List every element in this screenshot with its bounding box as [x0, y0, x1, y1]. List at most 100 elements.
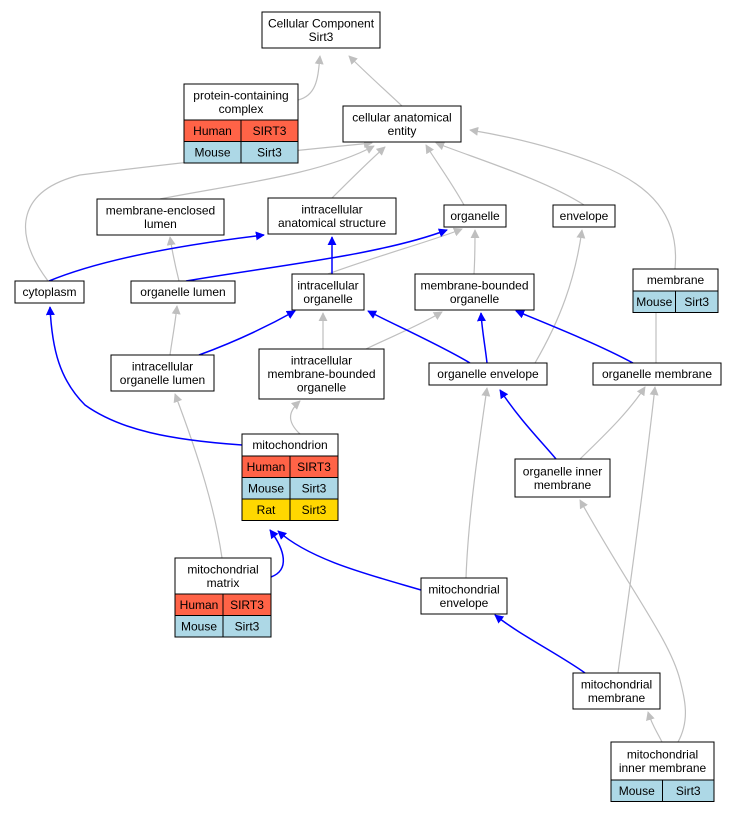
edge-iol-io [198, 310, 296, 356]
node-label: organelle inner [523, 464, 602, 478]
edge-io-org [327, 227, 463, 275]
node-box [342, 105, 462, 143]
node-label: mitochondrial [581, 677, 652, 691]
node-box [261, 11, 381, 49]
edge-mmem-om [617, 386, 659, 674]
node-label: envelope [560, 209, 609, 223]
species-label: Mouse [181, 620, 217, 634]
edge-mmem-me [494, 614, 586, 674]
edge-mel-cae [159, 145, 375, 200]
cytoplasm-node[interactable]: cytoplasm [14, 280, 85, 304]
node-label: organelle [303, 292, 353, 306]
edge-ias-cae [331, 146, 386, 199]
gene-cell [662, 779, 715, 802]
gene-label: Sirt3 [302, 482, 327, 496]
species-label: Mouse [248, 482, 284, 496]
edge-mbo-org [470, 229, 480, 275]
node-box [414, 273, 535, 311]
node-label: Cellular Component [268, 16, 375, 30]
node-label: cytoplasm [22, 285, 76, 299]
node-box [183, 83, 299, 121]
node-label: membrane-bounded [267, 367, 375, 381]
species-label: Human [193, 124, 232, 138]
node-label: organelle membrane [602, 367, 712, 381]
edge-org-cae [425, 144, 465, 206]
node-box [552, 204, 616, 228]
node-box [420, 577, 508, 615]
node-label: organelle lumen [140, 285, 225, 299]
organelle-lumen-node[interactable]: organelle lumen [130, 280, 236, 304]
gene-label: Sirt3 [684, 295, 709, 309]
node-box [428, 362, 548, 386]
edge-cyt-cae [24, 139, 373, 282]
gene-cell [289, 498, 339, 521]
edge-om-mbo [515, 309, 634, 364]
edge-iol-orl [169, 305, 181, 356]
edge-mim-mmem [646, 711, 663, 743]
organelle-envelope-node[interactable]: organelle envelope [428, 362, 548, 386]
node-box [130, 280, 236, 304]
node-label: cellular anatomical [352, 110, 451, 124]
edge-oe-env [534, 229, 586, 364]
edge-oim-oe [499, 389, 557, 460]
node-box [96, 198, 225, 236]
organelle-node[interactable]: organelle [443, 204, 507, 228]
gene-label: Sirt3 [257, 146, 282, 160]
edge-orl-mel [166, 236, 180, 282]
species-label: Human [247, 460, 286, 474]
node-box [267, 197, 397, 235]
node-label: inner membrane [619, 761, 707, 775]
node-label: anatomical structure [278, 216, 386, 230]
edge-env-cae [435, 141, 585, 206]
node-label: entity [388, 124, 417, 138]
node-box [443, 204, 507, 228]
edge-mim-oim [579, 499, 687, 743]
node-box [291, 273, 365, 311]
edge-mem-cae [469, 126, 677, 270]
gene-cell [222, 615, 272, 638]
edge-oe-mbo [476, 312, 488, 364]
node-label: intracellular [297, 278, 358, 292]
node-box [572, 672, 661, 710]
node-label: membrane-bounded [420, 278, 528, 292]
node-box [592, 362, 722, 386]
node-label: membrane [534, 478, 592, 492]
edge-me-oe [465, 387, 491, 579]
node-label: membrane [588, 691, 646, 705]
node-label: mitochondrial [187, 562, 258, 576]
node-box [258, 348, 385, 400]
species-label: Rat [257, 503, 276, 517]
node-label: intracellular [132, 359, 193, 373]
edge-imbo-mbo [365, 311, 443, 350]
edge-mito-cyt [45, 306, 243, 446]
species-label: Mouse [194, 146, 230, 160]
gene-label: SIRT3 [253, 124, 287, 138]
gene-label: SIRT3 [297, 460, 331, 474]
node-label: complex [219, 102, 264, 116]
node-label: organelle [297, 381, 347, 395]
node-box [14, 280, 85, 304]
edge-orl-org [185, 228, 448, 282]
envelope-node[interactable]: envelope [552, 204, 616, 228]
organelle-membrane-node[interactable]: organelle membrane [592, 362, 722, 386]
node-label: organelle [450, 292, 500, 306]
node-label: lumen [144, 217, 177, 231]
